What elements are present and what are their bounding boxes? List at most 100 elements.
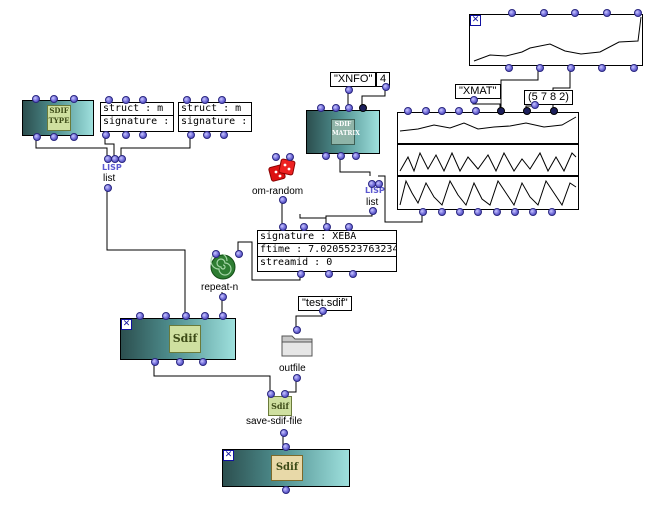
outlet-pin[interactable] — [536, 64, 544, 72]
outlet-pin[interactable] — [139, 131, 147, 139]
inlet-pin[interactable] — [359, 104, 367, 112]
inlet-pin[interactable] — [70, 95, 78, 103]
inlet-pin[interactable] — [201, 96, 209, 104]
close-x-icon[interactable]: ✕ — [470, 15, 481, 26]
outlet-pin[interactable] — [548, 208, 556, 216]
inlet-pin[interactable] — [345, 223, 353, 231]
outlet-pin[interactable] — [456, 208, 464, 216]
outlet-pin[interactable] — [50, 133, 58, 141]
inlet-pin[interactable] — [422, 107, 430, 115]
outlet-pin[interactable] — [102, 131, 110, 139]
sdif-stream-box[interactable]: Sdif — [120, 318, 236, 360]
inlet-pin[interactable] — [472, 107, 480, 115]
inlet-pin[interactable] — [219, 312, 227, 320]
outlet-pin[interactable] — [531, 101, 539, 109]
outlet-pin[interactable] — [33, 133, 41, 141]
xmat-value-box[interactable]: "XMAT" — [455, 84, 501, 99]
xnfo-value-box[interactable]: "XNFO" — [330, 72, 377, 87]
outlet-pin[interactable] — [325, 270, 333, 278]
sdif-matrix-box[interactable]: SDIF MATRIX — [306, 110, 380, 154]
inlet-pin[interactable] — [550, 107, 558, 115]
inlet-pin[interactable] — [286, 153, 294, 161]
outlet-pin[interactable] — [122, 131, 130, 139]
sdif-file-box[interactable]: Sdif — [222, 449, 350, 487]
outlet-pin[interactable] — [511, 208, 519, 216]
outlet-pin[interactable] — [293, 374, 301, 382]
outlet-pin[interactable] — [322, 152, 330, 160]
inlet-pin[interactable] — [497, 107, 505, 115]
inlet-pin[interactable] — [523, 107, 531, 115]
inlet-pin[interactable] — [293, 326, 301, 334]
inlet-pin[interactable] — [332, 104, 340, 112]
inlet-pin[interactable] — [139, 96, 147, 104]
outlet-pin[interactable] — [219, 293, 227, 301]
struct-box-2[interactable]: struct : m signature : — [178, 102, 252, 132]
outlet-pin[interactable] — [349, 270, 357, 278]
outlet-pin[interactable] — [297, 270, 305, 278]
outlet-pin[interactable] — [598, 64, 606, 72]
inlet-pin[interactable] — [345, 104, 353, 112]
inlet-pin[interactable] — [212, 250, 220, 258]
bpf-editor-box[interactable] — [469, 14, 643, 66]
outlet-pin[interactable] — [345, 86, 353, 94]
inlet-pin[interactable] — [32, 95, 40, 103]
inlet-pin[interactable] — [267, 390, 275, 398]
inlet-pin[interactable] — [279, 223, 287, 231]
outlet-pin[interactable] — [199, 358, 207, 366]
outlet-pin[interactable] — [282, 486, 290, 494]
struct-box-1[interactable]: struct : m signature : — [100, 102, 174, 132]
inlet-pin[interactable] — [571, 9, 579, 17]
outlet-pin[interactable] — [419, 208, 427, 216]
inlet-pin[interactable] — [118, 155, 126, 163]
inlet-pin[interactable] — [634, 9, 642, 17]
inlet-pin[interactable] — [317, 104, 325, 112]
outlet-pin[interactable] — [470, 96, 478, 104]
inlet-pin[interactable] — [136, 312, 144, 320]
outlet-pin[interactable] — [505, 64, 513, 72]
outlet-pin[interactable] — [187, 131, 195, 139]
inlet-pin[interactable] — [438, 107, 446, 115]
inlet-pin[interactable] — [201, 312, 209, 320]
inlet-pin[interactable] — [105, 96, 113, 104]
inlet-pin[interactable] — [603, 9, 611, 17]
outlet-pin[interactable] — [203, 131, 211, 139]
outlet-pin[interactable] — [352, 152, 360, 160]
outlet-pin[interactable] — [630, 64, 638, 72]
inlet-pin[interactable] — [122, 96, 130, 104]
inlet-pin[interactable] — [375, 180, 383, 188]
close-x-icon[interactable]: ✕ — [223, 450, 234, 461]
outlet-pin[interactable] — [493, 208, 501, 216]
inlet-pin[interactable] — [508, 9, 516, 17]
outlet-pin[interactable] — [151, 358, 159, 366]
sdif-type-box[interactable]: SDIF TYPE — [22, 100, 94, 136]
sdif-frame-box[interactable]: signature : XEBA ftime : 7.0205523763234… — [257, 230, 397, 272]
matrix-data-box[interactable] — [397, 112, 579, 210]
outlet-pin[interactable] — [70, 133, 78, 141]
outlet-pin[interactable] — [279, 196, 287, 204]
outlet-pin[interactable] — [567, 64, 575, 72]
outlet-pin[interactable] — [529, 208, 537, 216]
outlet-pin[interactable] — [438, 208, 446, 216]
inlet-pin[interactable] — [404, 107, 412, 115]
outlet-pin[interactable] — [220, 131, 228, 139]
inlet-pin[interactable] — [323, 223, 331, 231]
inlet-pin[interactable] — [272, 153, 280, 161]
inlet-pin[interactable] — [300, 223, 308, 231]
inlet-pin[interactable] — [455, 107, 463, 115]
outlet-pin[interactable] — [104, 184, 112, 192]
inlet-pin[interactable] — [282, 443, 290, 451]
close-x-icon[interactable]: ✕ — [121, 319, 132, 330]
inlet-pin[interactable] — [540, 9, 548, 17]
inlet-pin[interactable] — [235, 250, 243, 258]
outlet-pin[interactable] — [369, 207, 377, 215]
inlet-pin[interactable] — [281, 390, 289, 398]
outlet-pin[interactable] — [337, 152, 345, 160]
inlet-pin[interactable] — [50, 95, 58, 103]
outlet-pin[interactable] — [176, 358, 184, 366]
inlet-pin[interactable] — [162, 312, 170, 320]
outlet-pin[interactable] — [382, 83, 390, 91]
inlet-pin[interactable] — [182, 312, 190, 320]
inlet-pin[interactable] — [183, 96, 191, 104]
outlet-pin[interactable] — [474, 208, 482, 216]
